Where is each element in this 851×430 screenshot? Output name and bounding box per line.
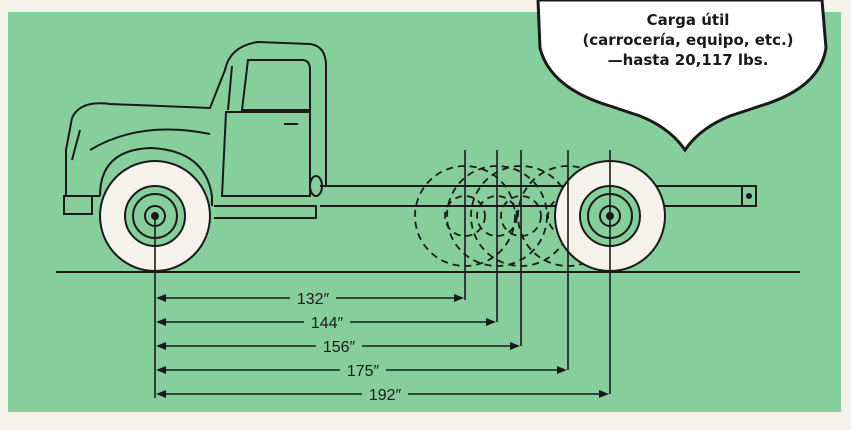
callout-line-3: —hasta 20,117 lbs. — [607, 51, 769, 69]
dimension-label-192: 192″ — [369, 387, 402, 404]
dimension-lines: 132″ 144″ 156″ 175″ 192″ — [160, 288, 605, 404]
callout-line-1: Carga útil — [646, 11, 730, 29]
dimension-label-144: 144″ — [311, 315, 344, 332]
dimension-label-175: 175″ — [347, 363, 380, 380]
chassis-frame — [320, 185, 757, 207]
dimension-arrowheads — [156, 294, 609, 398]
truck-cab — [63, 40, 327, 219]
dimension-144: 144″ — [160, 312, 492, 332]
dimension-156: 156″ — [160, 336, 516, 356]
payload-callout-shield — [536, 0, 828, 153]
payload-callout: Carga útil (carrocería, equipo, etc.) —h… — [560, 10, 816, 70]
dimension-label-156: 156″ — [323, 339, 356, 356]
dimension-192: 192″ — [160, 384, 605, 404]
dimension-label-132: 132″ — [297, 291, 330, 308]
dimension-132: 132″ — [160, 288, 460, 308]
callout-line-2: (carrocería, equipo, etc.) — [582, 31, 794, 49]
dimension-175: 175″ — [160, 360, 563, 380]
axle-reference-lines — [154, 150, 611, 398]
